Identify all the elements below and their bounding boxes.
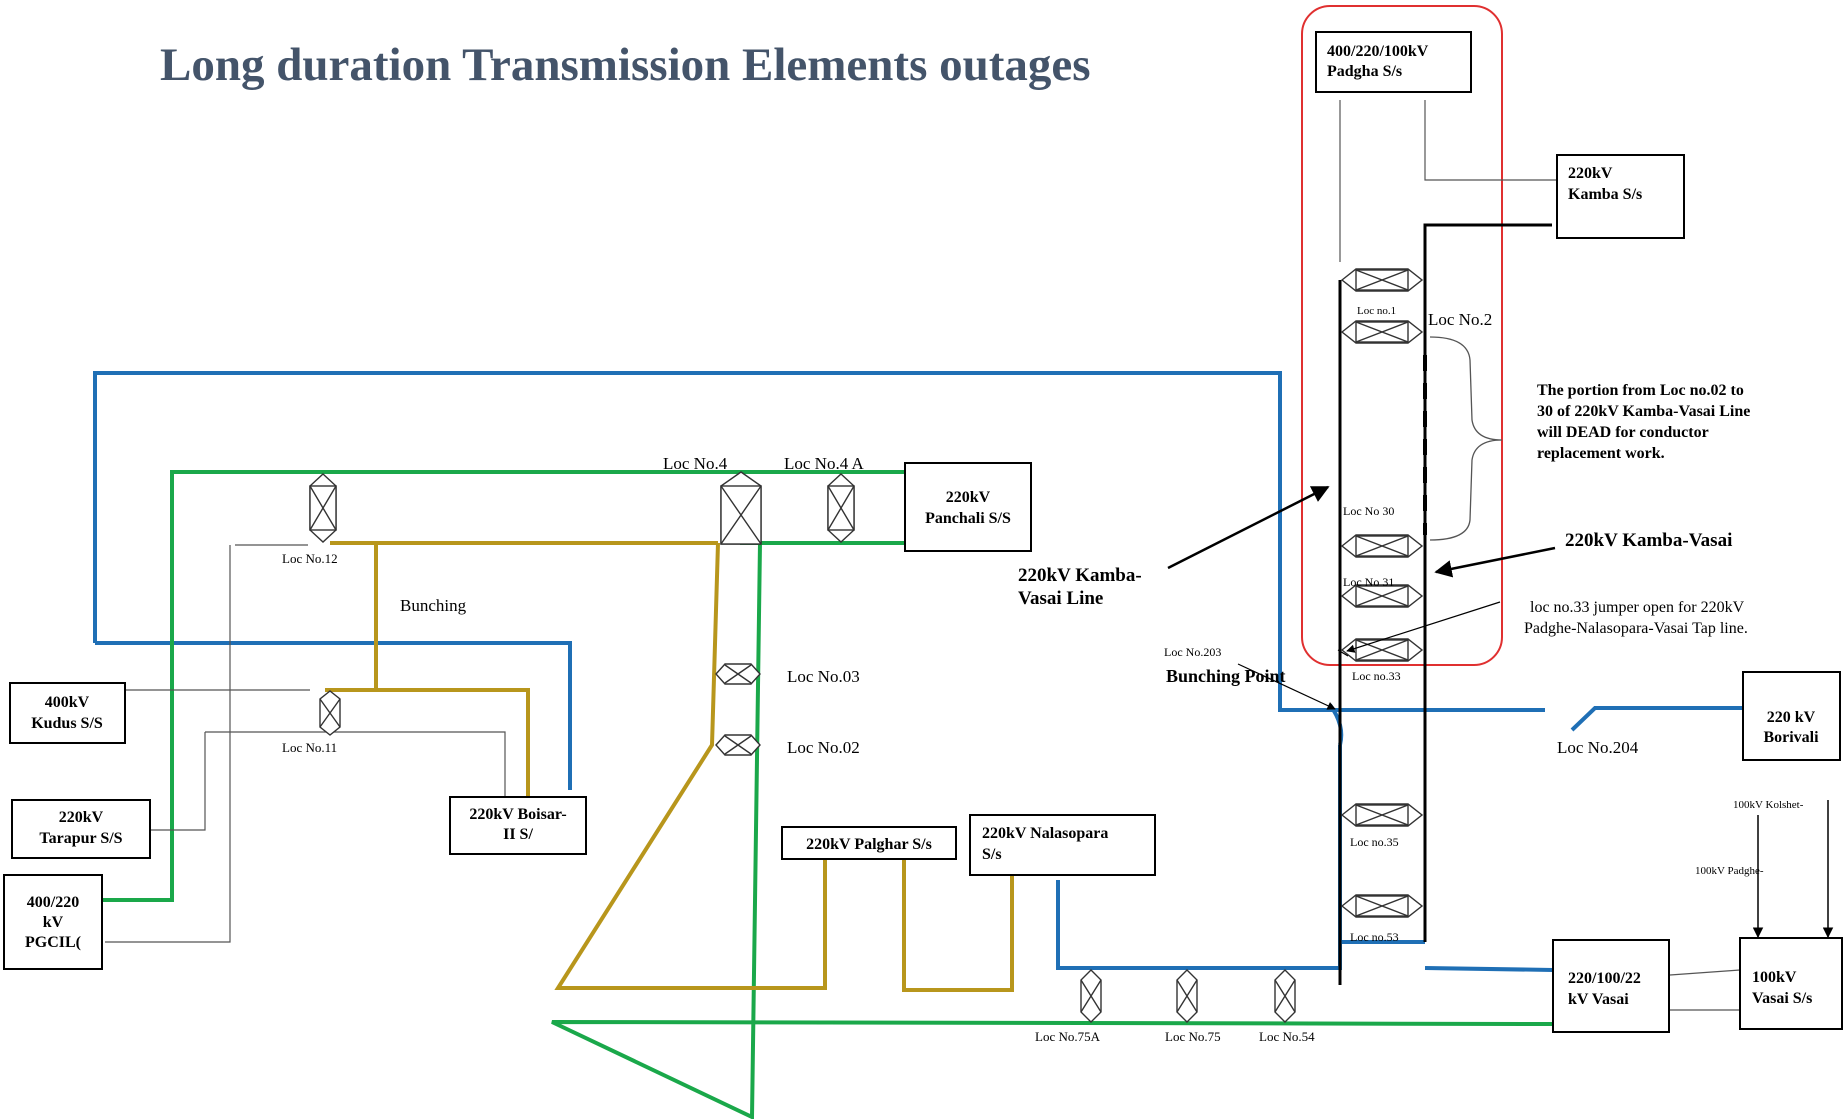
box-kamba bbox=[1556, 154, 1685, 239]
label-loc-no-03: Loc No.03 bbox=[787, 667, 860, 686]
dead-portion-brace bbox=[1429, 336, 1503, 541]
label-loc-no-4a: Loc No.4 A bbox=[784, 454, 865, 473]
box-palghar bbox=[781, 826, 957, 860]
gold-lines bbox=[325, 541, 1014, 992]
box-borivali bbox=[1742, 671, 1841, 761]
box-padgha bbox=[1315, 31, 1472, 93]
label-loc-no-12: Loc No.12 bbox=[282, 551, 338, 566]
label-loc-no-54: Loc No.54 bbox=[1259, 1029, 1315, 1044]
label-loc-no-30: Loc No 30 bbox=[1343, 504, 1394, 518]
label-loc-no-2: Loc No.2 bbox=[1428, 310, 1492, 329]
box-kudus bbox=[9, 682, 126, 744]
label-loc-no-53: Loc no.53 bbox=[1350, 930, 1399, 944]
box-nalasopara bbox=[969, 814, 1156, 876]
black-lines bbox=[1338, 223, 1552, 985]
kamba-vasai-label: 220kV Kamba-Vasai bbox=[1565, 530, 1732, 551]
label-loc-no-35: Loc no.35 bbox=[1350, 835, 1399, 849]
box-boisar bbox=[449, 796, 587, 855]
bunching-label: Bunching bbox=[400, 596, 467, 615]
jumper-note: loc no.33 jumper open for 220kV Padghe-N… bbox=[1524, 599, 1748, 637]
box-panchali bbox=[904, 462, 1032, 552]
arrows bbox=[1167, 485, 1834, 939]
kamba-vasai-line-label: 220kV Kamba- Vasai Line bbox=[1018, 565, 1146, 609]
padghe100-label: 100kV Padghe- bbox=[1695, 865, 1764, 877]
label-loc-no-1: Loc no.1 bbox=[1357, 305, 1396, 317]
label-loc-no-11: Loc No.11 bbox=[282, 740, 337, 755]
box-pgcil bbox=[3, 874, 103, 970]
green-lines bbox=[102, 470, 1554, 1119]
tower-symbols-horizontal bbox=[715, 268, 1424, 918]
grey-connectors bbox=[105, 100, 1741, 1011]
highlight-box bbox=[1301, 5, 1503, 666]
label-loc-no-31: Loc No 31 bbox=[1343, 575, 1394, 589]
page-title: Long duration Transmission Elements outa… bbox=[160, 39, 1091, 91]
label-loc-no-204: Loc No.204 bbox=[1557, 738, 1639, 757]
label-loc-no-75: Loc No.75 bbox=[1165, 1029, 1221, 1044]
label-loc-no-75a: Loc No.75A bbox=[1035, 1029, 1101, 1044]
tower-symbols-vertical bbox=[309, 471, 1296, 1023]
label-palghar: 220kV Palghar S/s bbox=[806, 836, 932, 853]
portion-note: The portion from Loc no.02 to 30 of 220k… bbox=[1537, 382, 1754, 462]
label-loc-no-02: Loc No.02 bbox=[787, 738, 860, 757]
kolshet-label: 100kV Kolshet- bbox=[1733, 799, 1804, 811]
label-loc-no-33: Loc no.33 bbox=[1352, 669, 1401, 683]
substation-boxes bbox=[3, 31, 1843, 1033]
box-vasai220 bbox=[1552, 939, 1670, 1033]
label-boisar: 220kV Boisar-II S/ bbox=[469, 806, 566, 843]
box-tarapur bbox=[11, 799, 151, 859]
bunching-point-label: Bunching Point bbox=[1166, 666, 1286, 686]
box-vasai100 bbox=[1739, 937, 1843, 1030]
label-loc-no-203: Loc No.203 bbox=[1164, 645, 1221, 659]
label-loc-no-4: Loc No.4 bbox=[663, 454, 728, 473]
